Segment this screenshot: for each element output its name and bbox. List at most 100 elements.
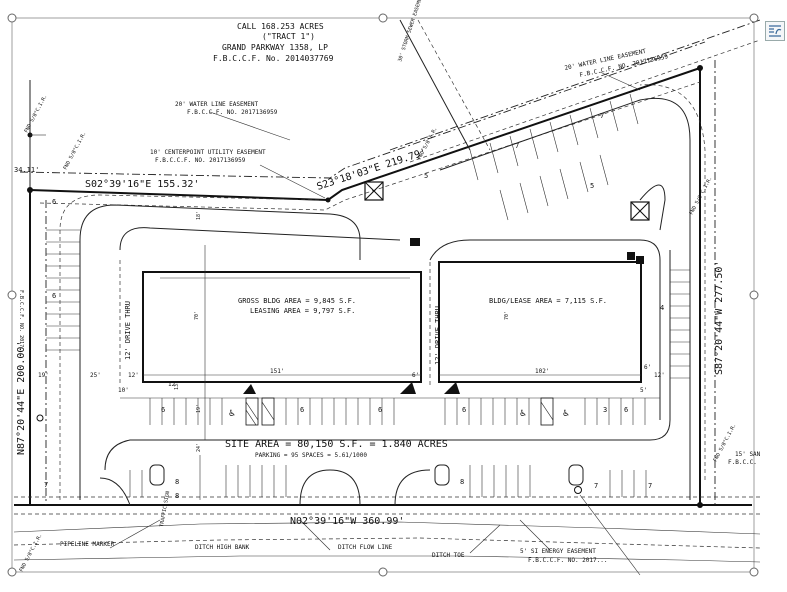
ditch-flow-line bbox=[13, 537, 761, 549]
easement-water-top-ref: F.B.C.C.F. NO. 2017136959 bbox=[187, 109, 278, 116]
svg-text:6: 6 bbox=[462, 406, 466, 414]
svg-text:12': 12' bbox=[128, 372, 139, 379]
selection-handles[interactable] bbox=[7, 13, 759, 577]
svg-text:6: 6 bbox=[624, 406, 628, 414]
parking-count-labels: 7 5 7 5 6 6 6 6 6 6 6 3 4 7 8 8 8 7 7 bbox=[44, 112, 664, 500]
svg-text:♿: ♿ bbox=[520, 408, 526, 419]
fnd-cir-sw: FND 5/8"C.I.R. bbox=[18, 533, 43, 573]
svg-text:6: 6 bbox=[300, 406, 304, 414]
easement-energy: 5' SI ENERGY EASEMENT bbox=[520, 548, 596, 555]
easement-utility: 10' CENTERPOINT UTILITY EASEMENT bbox=[150, 149, 266, 156]
resize-handle-e[interactable] bbox=[749, 290, 759, 300]
svg-text:70': 70' bbox=[194, 311, 200, 320]
resize-handle-s[interactable] bbox=[378, 567, 388, 577]
curb-return-a bbox=[299, 469, 361, 506]
dumpster-pad-a bbox=[410, 238, 420, 246]
easement-san-ref: F.B.C.C. bbox=[728, 459, 757, 466]
building-right-area: BLDG/LEASE AREA = 7,115 S.F. bbox=[489, 297, 607, 305]
svg-text:18': 18' bbox=[196, 211, 202, 220]
drive-dash-west bbox=[59, 194, 321, 500]
svg-text:12': 12' bbox=[654, 372, 665, 379]
bearing-east: S87°20'44"W 277.50' bbox=[714, 261, 725, 375]
selection-frame bbox=[11, 17, 755, 573]
curb-return-c bbox=[99, 477, 131, 506]
transformer-symbol-a bbox=[364, 181, 384, 201]
ditch-high-bank-label: DITCH HIGH BANK bbox=[195, 544, 250, 551]
svg-text:5': 5' bbox=[640, 387, 647, 394]
building-left-area: GROSS BLDG AREA = 9,845 S.F. bbox=[238, 297, 356, 305]
svg-text:♿: ♿ bbox=[563, 408, 569, 419]
svg-text:6: 6 bbox=[52, 198, 56, 206]
svg-text:7: 7 bbox=[44, 481, 48, 489]
ditch-toe-line bbox=[13, 555, 761, 563]
drive-dash-east bbox=[639, 84, 706, 480]
island-east bbox=[639, 184, 666, 231]
boundary-north bbox=[29, 67, 701, 202]
svg-text:7: 7 bbox=[648, 482, 652, 490]
svg-text:8: 8 bbox=[460, 478, 464, 486]
svg-text:♿: ♿ bbox=[229, 408, 235, 419]
svg-text:4: 4 bbox=[660, 304, 664, 312]
easement-line-b bbox=[39, 81, 701, 211]
ramp-a bbox=[400, 382, 416, 394]
fnd-cir-b: FND 5/8"C.I.R. bbox=[62, 131, 87, 171]
svg-text:3: 3 bbox=[603, 406, 607, 414]
svg-text:24': 24' bbox=[196, 443, 202, 452]
easement-utility-ref: F.B.C.C.F. NO. 2017136959 bbox=[155, 157, 246, 164]
svg-text:7: 7 bbox=[600, 112, 604, 120]
svg-text:102': 102' bbox=[535, 368, 549, 375]
manhole-south bbox=[574, 486, 582, 494]
resize-handle-se[interactable] bbox=[749, 567, 759, 577]
svg-text:5: 5 bbox=[590, 182, 594, 190]
road-line-a bbox=[389, 19, 761, 151]
building-left-leasing: LEASING AREA = 9,797 S.F. bbox=[250, 307, 355, 315]
owner-note-line1: CALL 168.253 ACRES bbox=[237, 22, 324, 31]
road-line-b bbox=[409, 39, 761, 163]
svg-text:6': 6' bbox=[644, 364, 651, 371]
easement-water-top: 20' WATER LINE EASEMENT bbox=[175, 101, 258, 108]
svg-text:8: 8 bbox=[175, 492, 179, 500]
svg-text:6: 6 bbox=[378, 406, 382, 414]
svg-text:19': 19' bbox=[196, 404, 202, 413]
svg-text:12': 12' bbox=[168, 381, 179, 388]
curb-return-b bbox=[394, 469, 431, 506]
svg-text:5: 5 bbox=[424, 172, 428, 180]
manhole-west bbox=[36, 414, 44, 422]
building-right bbox=[438, 261, 642, 383]
storm-easement-note: 30' STORM SEWER EASEMENT bbox=[397, 0, 425, 63]
drive-curb-east bbox=[439, 97, 691, 500]
ramp-c bbox=[243, 384, 256, 394]
transformer-symbol-b bbox=[630, 201, 650, 221]
corner-point-ne bbox=[697, 65, 703, 71]
site-area-label: SITE AREA = 80,150 S.F. = 1.840 ACRES bbox=[225, 439, 448, 450]
owner-note-line4: F.B.C.C.F. No. 2014037769 bbox=[213, 54, 334, 63]
ditch-high-bank-line bbox=[13, 521, 761, 535]
dumpster-pad-b bbox=[627, 252, 635, 260]
resize-handle-sw[interactable] bbox=[7, 567, 17, 577]
layout-options-icon[interactable] bbox=[765, 21, 785, 41]
pipeline-marker-label: PIPELINE MARKER bbox=[60, 541, 115, 548]
bearing-short-nw: 34.11' bbox=[14, 166, 39, 174]
resize-handle-nw[interactable] bbox=[7, 13, 17, 23]
drive-curb-west bbox=[79, 204, 361, 500]
storm-line-b bbox=[417, 19, 491, 151]
fnd-cir-a: FND 5/8"C.I.R. bbox=[23, 94, 48, 134]
resize-handle-w[interactable] bbox=[7, 290, 17, 300]
resize-handle-ne[interactable] bbox=[749, 13, 759, 23]
svg-text:6: 6 bbox=[161, 406, 165, 414]
resize-handle-n[interactable] bbox=[378, 13, 388, 23]
svg-text:70': 70' bbox=[504, 311, 510, 320]
fnd-cir-d: FND 5/8"C.I.R. bbox=[712, 423, 737, 463]
ramp-b bbox=[444, 382, 460, 394]
ditch-toe-label: DITCH TOE bbox=[432, 552, 465, 559]
traffic-sign-label: TRAFFIC SIGN bbox=[159, 491, 171, 528]
corner-point-se bbox=[697, 502, 703, 508]
building-frontage-right bbox=[429, 239, 661, 420]
drive-thru-left-label: 12' DRIVE THRU bbox=[124, 301, 132, 360]
easement-west-ref: F.B.C.C.F. NO. 2017... bbox=[18, 290, 24, 356]
drive-curb-south bbox=[104, 250, 671, 471]
corner-point-n bbox=[325, 197, 331, 203]
bearing-south: N02°39'16"W 360.99' bbox=[290, 516, 404, 527]
